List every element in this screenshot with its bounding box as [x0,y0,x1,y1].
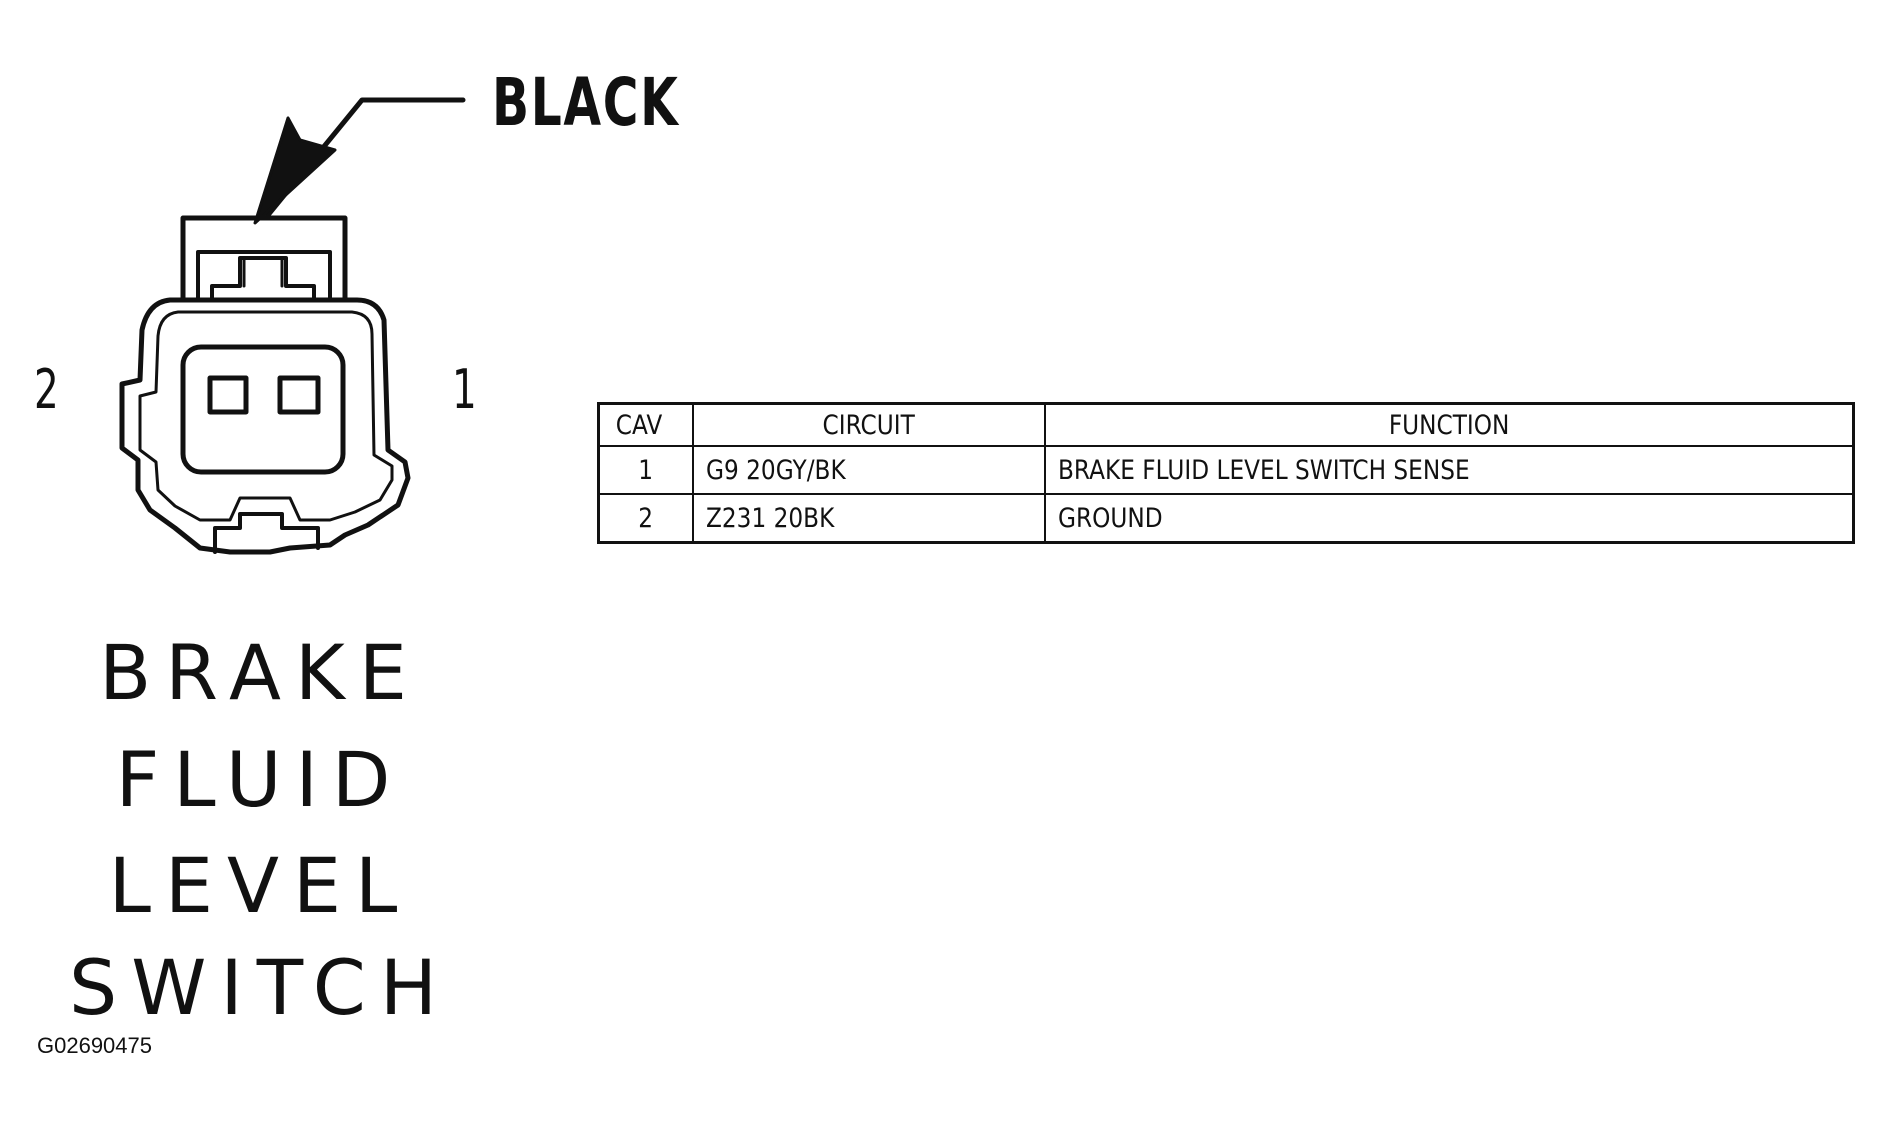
cell-circuit: Z231 20BK [692,493,1046,544]
cavity-2-label: 2 [34,358,59,421]
cell-cav: 1 [597,445,694,495]
cell-function: BRAKE FLUID LEVEL SWITCH SENSE [1044,445,1855,495]
header-circuit: CIRCUIT [692,402,1046,447]
connector-body-inner [138,310,394,522]
cavity-1-label: 1 [452,358,477,421]
table-header-row: CAV CIRCUIT FUNCTION [597,402,1855,447]
table-row: 1 G9 20GY/BK BRAKE FLUID LEVEL SWITCH SE… [597,445,1855,495]
cell-circuit: G9 20GY/BK [692,445,1046,495]
component-name-line-4: SWITCH [69,943,451,1032]
bottom-key [213,512,320,554]
connector-color-label: BLACK [492,64,680,141]
cavity-2-terminal [207,375,249,415]
header-cav: CAV [597,402,694,447]
component-name-line-3: LEVEL [108,841,412,930]
connector-body-outer [119,297,411,555]
header-function: FUNCTION [1044,402,1855,447]
pinout-table: CAV CIRCUIT FUNCTION 1 G9 20GY/BK BRAKE … [597,402,1855,544]
component-name-line-2: FLUID [115,735,405,824]
component-name-line-1: BRAKE [99,628,421,717]
locking-tab [210,256,316,300]
leader-arrow-head [253,116,337,225]
cell-function: GROUND [1044,493,1855,544]
cell-cav: 2 [597,493,694,544]
connector-face-drawing [119,97,466,555]
table-row: 2 Z231 20BK GROUND [597,493,1855,544]
figure-id: G02690475 [37,1033,152,1058]
cavity-1-terminal [277,375,321,415]
terminal-window [180,344,346,475]
